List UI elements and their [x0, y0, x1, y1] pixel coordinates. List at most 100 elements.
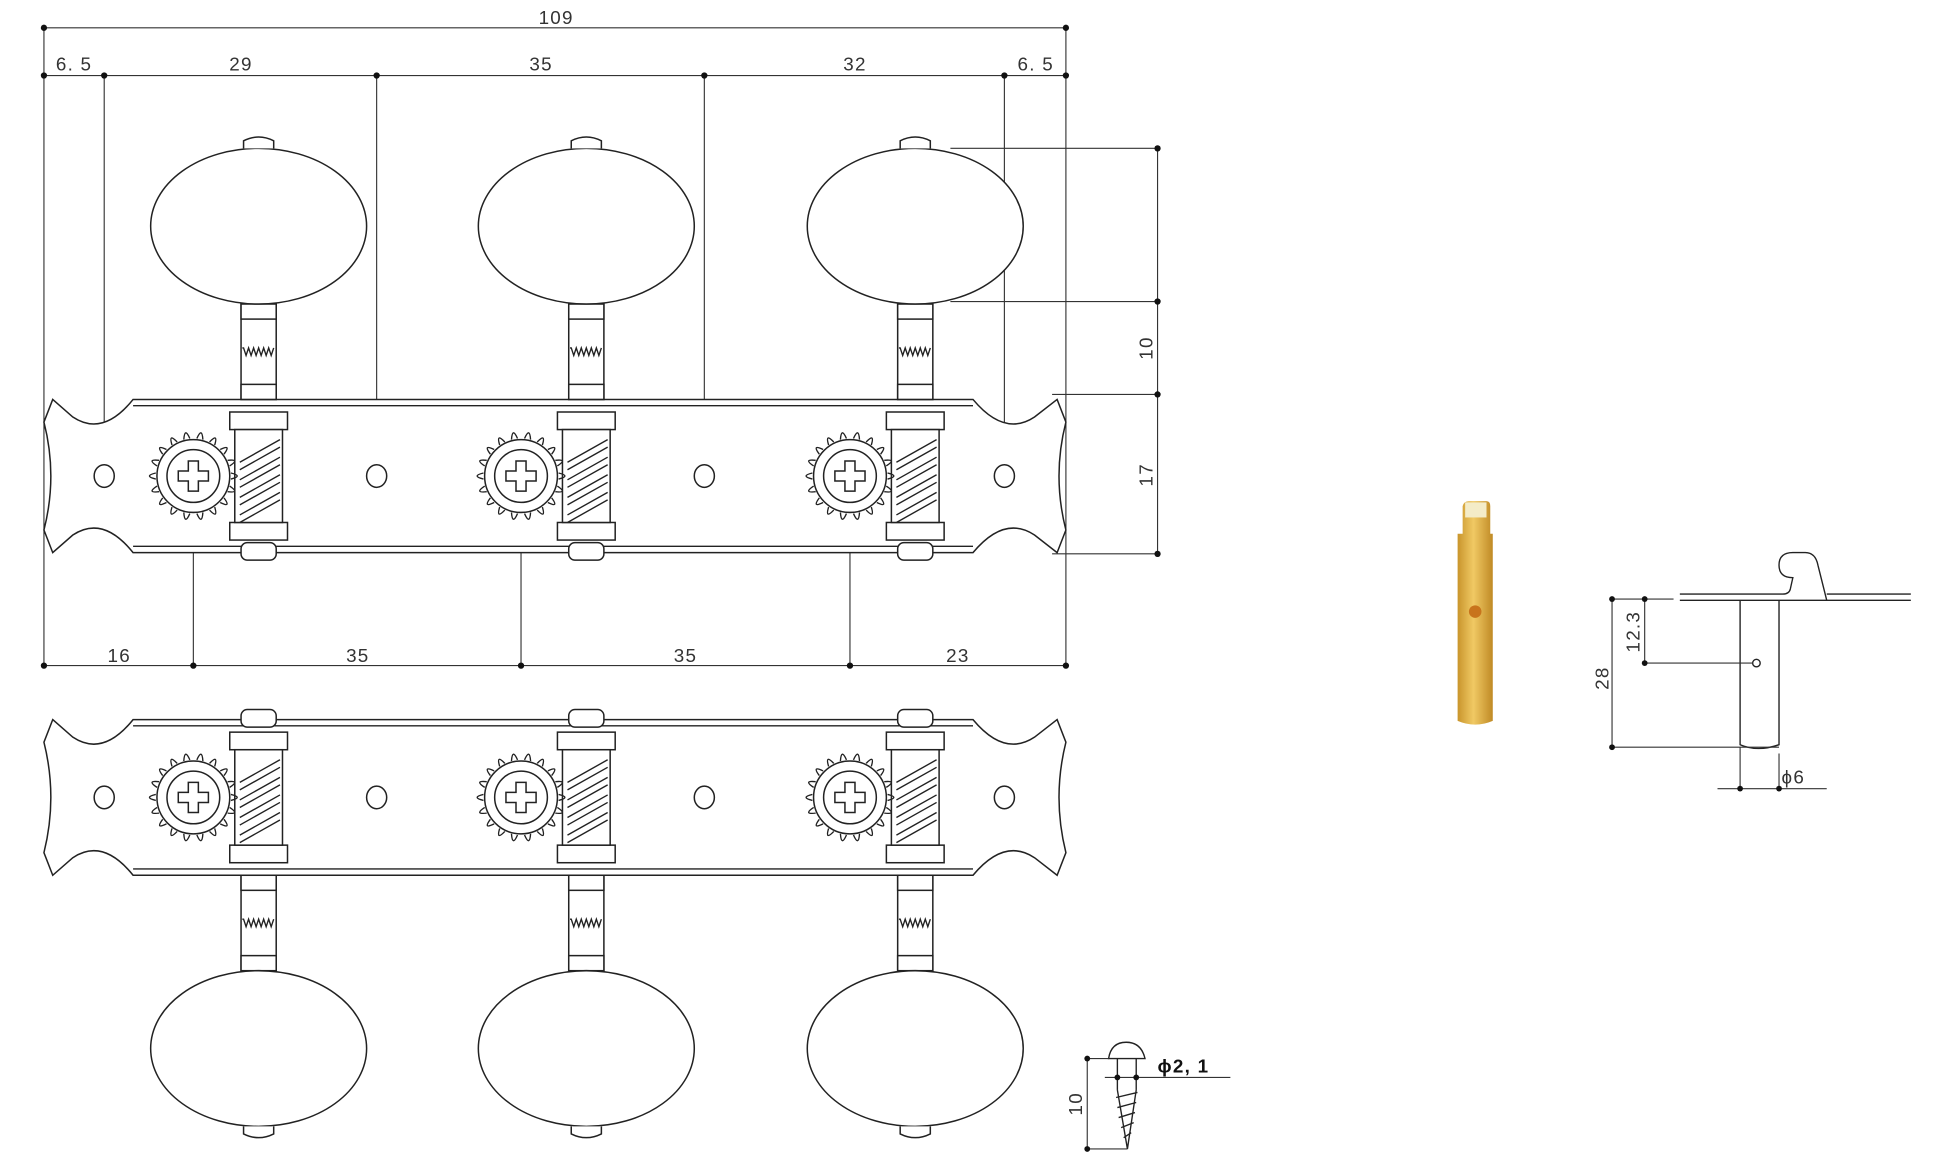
- phillips-screw-icon: [177, 460, 210, 492]
- worm-thread: [239, 474, 281, 506]
- worm-thread: [239, 794, 281, 826]
- shaft-collar: [240, 874, 277, 892]
- knurled-ring: [898, 917, 931, 929]
- dim-segment-1: 29: [229, 54, 252, 75]
- bushing: [229, 731, 289, 751]
- dim-right-edge: 6. 5: [1018, 54, 1054, 75]
- knob-tip: [899, 136, 932, 149]
- phillips-screw-icon: [177, 781, 210, 814]
- worm-thread: [567, 491, 608, 524]
- tuner-knob: [477, 969, 696, 1128]
- worm-thread: [567, 474, 608, 506]
- shaft-collar: [567, 874, 605, 892]
- bushing: [229, 521, 289, 541]
- end-screw: [896, 541, 934, 561]
- worm-thread: [239, 456, 281, 488]
- dim-gear-spacing-2: 35: [674, 645, 697, 666]
- tuner-knob: [149, 147, 368, 305]
- gear-teeth: [148, 432, 238, 520]
- tuner-knob: [149, 969, 368, 1128]
- screw-hole: [993, 463, 1016, 489]
- worm-thread: [896, 491, 937, 524]
- end-screw: [240, 541, 277, 561]
- gear-teeth: [805, 753, 895, 842]
- gear-teeth: [148, 753, 238, 842]
- dim-knob-height: 10: [1136, 336, 1157, 359]
- worm-thread: [896, 776, 937, 809]
- tuner-knob: [806, 969, 1024, 1128]
- knob-collar: [240, 954, 277, 972]
- dim-plate-height: 17: [1136, 463, 1157, 486]
- side-dimension-lines: [950, 145, 1161, 558]
- tuner-plate-bottom-view: [43, 708, 1067, 1139]
- knob-collar: [240, 303, 277, 320]
- tuner: [476, 136, 696, 561]
- tuner-plate-top-view: [43, 136, 1067, 561]
- dim-post-diameter: ϕ6: [1782, 767, 1806, 788]
- shaft-collar: [567, 383, 605, 401]
- roller-hole-icon: [1468, 605, 1482, 618]
- phillips-screw-icon: [834, 781, 866, 814]
- dim-left-edge: 6. 5: [56, 54, 92, 75]
- tuner-knob: [477, 147, 696, 305]
- knob-tip: [570, 1126, 603, 1139]
- end-screw: [240, 708, 277, 728]
- screw-hole: [993, 785, 1016, 810]
- dim-screw-length: 10: [1065, 1092, 1086, 1115]
- worm-thread: [567, 776, 608, 809]
- worm-thread: [567, 759, 608, 791]
- worm-thread: [239, 811, 281, 844]
- dim-segment-2: 35: [529, 54, 552, 75]
- shaft-collar: [896, 874, 934, 892]
- shaft-collar: [896, 383, 934, 401]
- worm-thread: [896, 759, 937, 791]
- knob-collar: [896, 303, 934, 320]
- tuner: [148, 136, 368, 561]
- knurled-ring: [242, 917, 275, 929]
- bushing: [229, 411, 289, 431]
- dim-right-offset: 23: [946, 645, 969, 666]
- worm-thread: [567, 456, 608, 488]
- bushing: [556, 731, 616, 751]
- bushing: [885, 411, 945, 431]
- worm-thread: [896, 794, 937, 826]
- worm-thread: [567, 811, 608, 844]
- end-screw: [567, 541, 605, 561]
- bushing: [885, 844, 945, 864]
- roller-post-photo: [1457, 501, 1493, 725]
- tuner-knob: [806, 147, 1024, 305]
- worm-thread: [896, 811, 937, 844]
- worm-thread: [239, 491, 281, 524]
- gear-teeth: [476, 432, 566, 520]
- dim-gear-spacing-1: 35: [346, 645, 369, 666]
- worm-thread: [239, 776, 281, 809]
- knob-collar: [896, 954, 934, 972]
- tuner: [476, 708, 696, 1139]
- dim-gear-offset: 16: [108, 645, 131, 666]
- tuner: [805, 708, 1024, 1139]
- worm-thread: [896, 439, 937, 471]
- knurled-ring: [569, 917, 603, 929]
- dim-segment-3: 32: [843, 54, 866, 75]
- phillips-screw-icon: [505, 460, 537, 492]
- tuner: [148, 708, 368, 1139]
- bottom-dimension-lines: [40, 474, 1070, 669]
- knob-tip: [242, 136, 275, 149]
- phillips-screw-icon: [505, 781, 537, 814]
- screw-hole: [93, 785, 116, 810]
- gear-teeth: [476, 753, 566, 842]
- bushing: [556, 411, 616, 431]
- dim-post-length: 28: [1591, 666, 1612, 689]
- knurled-ring: [898, 345, 931, 358]
- bushing: [556, 844, 616, 864]
- screw-hole: [693, 785, 716, 810]
- shaft-collar: [240, 383, 277, 401]
- screw-hole: [365, 463, 388, 489]
- knob-tip: [570, 136, 603, 149]
- knurled-ring: [242, 345, 275, 358]
- roller-post-diagram: [1609, 551, 1911, 792]
- tuner: [805, 136, 1024, 561]
- dim-overall-width: 109: [539, 7, 574, 28]
- dim-hole-offset: 12.3: [1623, 611, 1644, 653]
- knob-tip: [242, 1126, 275, 1139]
